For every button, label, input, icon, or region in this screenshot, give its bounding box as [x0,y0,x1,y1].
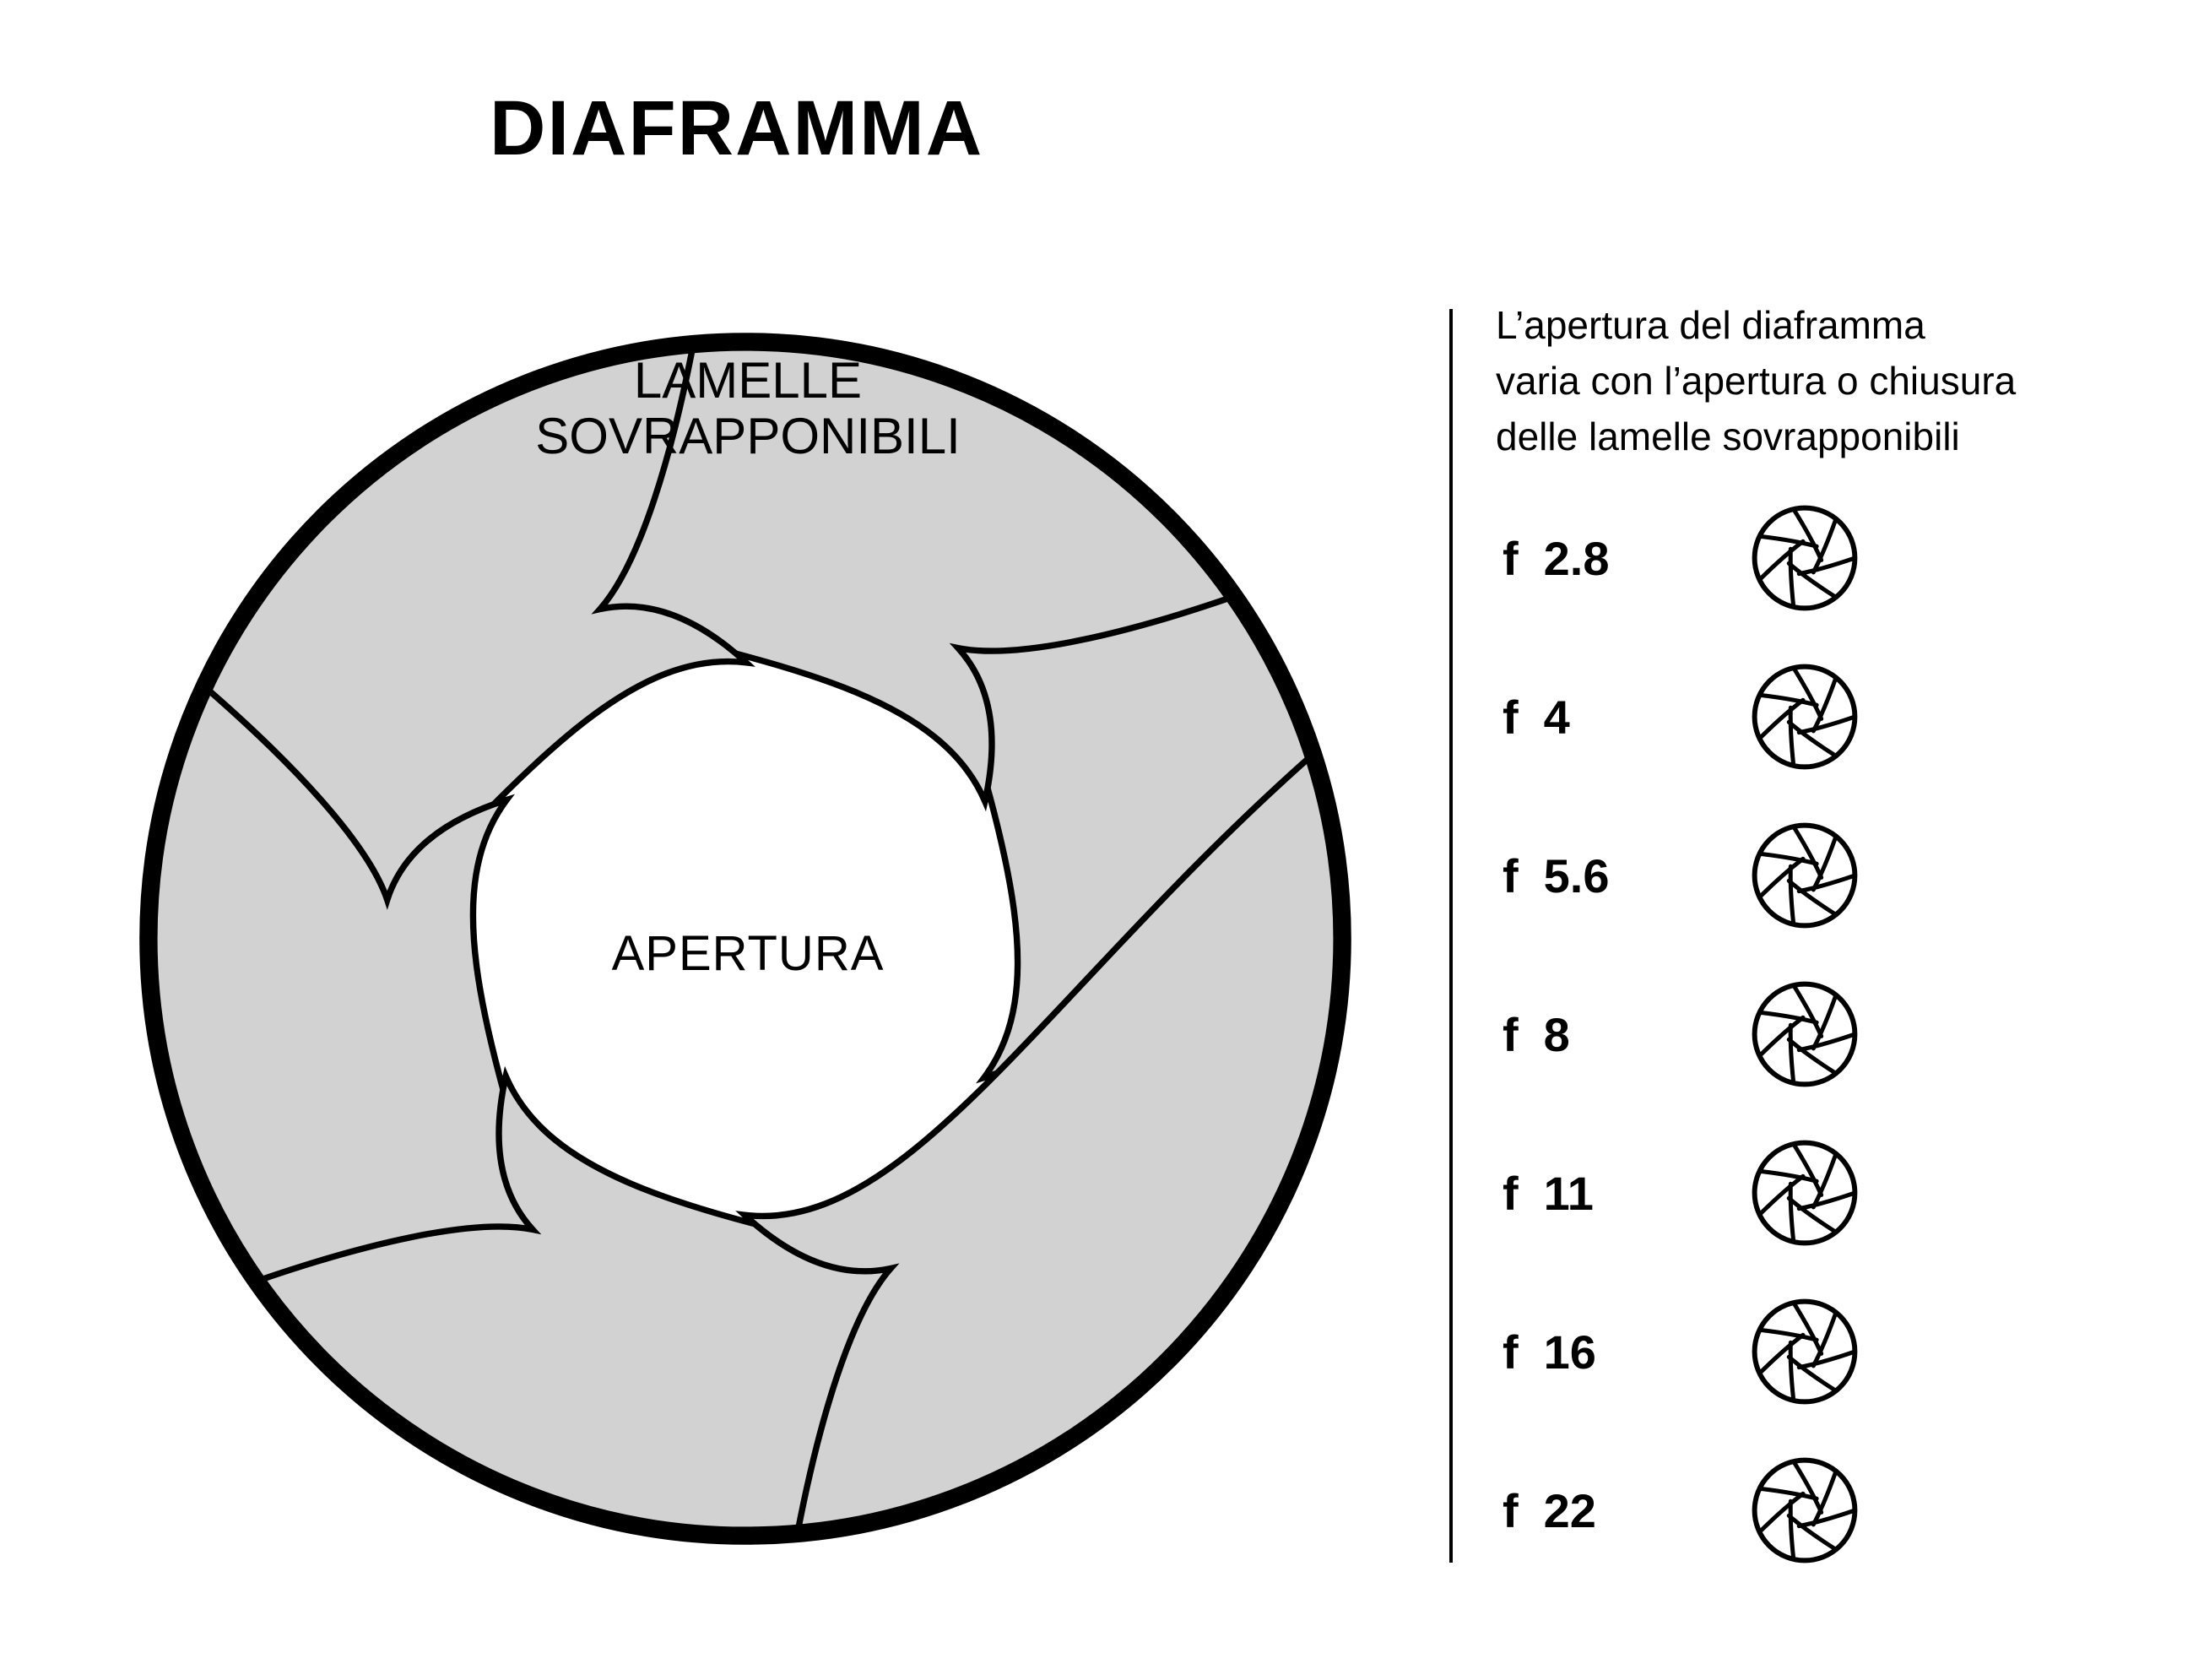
fstop-label: f 16 [1503,1325,1596,1379]
blades-label-line2: SOVRAPPONIBILI [535,408,961,464]
f-prefix: f [1503,1325,1519,1379]
fstop-row-f2.8: f 2.8 [1503,495,1860,621]
description-line2: varia con l’apertura o chiusura [1496,359,2017,403]
f-value: 2.8 [1543,531,1610,585]
fstop-label: f 2.8 [1503,531,1610,586]
f-value: 22 [1543,1483,1596,1537]
aperture-icon [1749,1455,1860,1566]
aperture-icon [1749,661,1860,772]
fstop-label: f 11 [1503,1166,1594,1221]
f-value: 16 [1543,1325,1596,1379]
f-value: 8 [1543,1007,1570,1061]
description-line1: L’apertura del diaframma [1496,303,1925,347]
f-value: 11 [1543,1166,1594,1220]
f-prefix: f [1503,1483,1519,1537]
f-prefix: f [1503,848,1519,902]
blades-label-line1: LAMELLE [633,352,863,409]
iris-rim [139,333,1351,1545]
f-prefix: f [1503,690,1519,744]
fstop-label: f 5.6 [1503,848,1610,903]
aperture-icon [1749,978,1860,1090]
f-value: 4 [1543,690,1570,744]
fstop-row-f16: f 16 [1503,1288,1860,1415]
aperture-icon [1749,1137,1860,1249]
fstop-row-f5.6: f 5.6 [1503,812,1860,939]
fstop-label: f 22 [1503,1483,1596,1538]
f-prefix: f [1503,1007,1519,1061]
page-title: DIAFRAMMA [490,85,984,171]
f-value: 5.6 [1543,848,1610,902]
aperture-icon [1749,820,1860,931]
fstop-row-f22: f 22 [1503,1447,1860,1574]
f-prefix: f [1503,1166,1519,1220]
aperture-icon [1749,1296,1860,1407]
aperture-label: APERTURA [611,926,885,981]
f-prefix: f [1503,531,1519,585]
description-text: L’apertura del diaframma varia con l’ape… [1496,297,2137,464]
description-line3: delle lamelle sovrapponibili [1496,415,1960,458]
aperture-icon [1749,502,1860,614]
diaphragm-diagram [121,314,1370,1563]
vertical-divider [1449,309,1453,1563]
blades-label: LAMELLE SOVRAPPONIBILI [410,353,1086,464]
fstop-row-f11: f 11 [1503,1130,1860,1256]
